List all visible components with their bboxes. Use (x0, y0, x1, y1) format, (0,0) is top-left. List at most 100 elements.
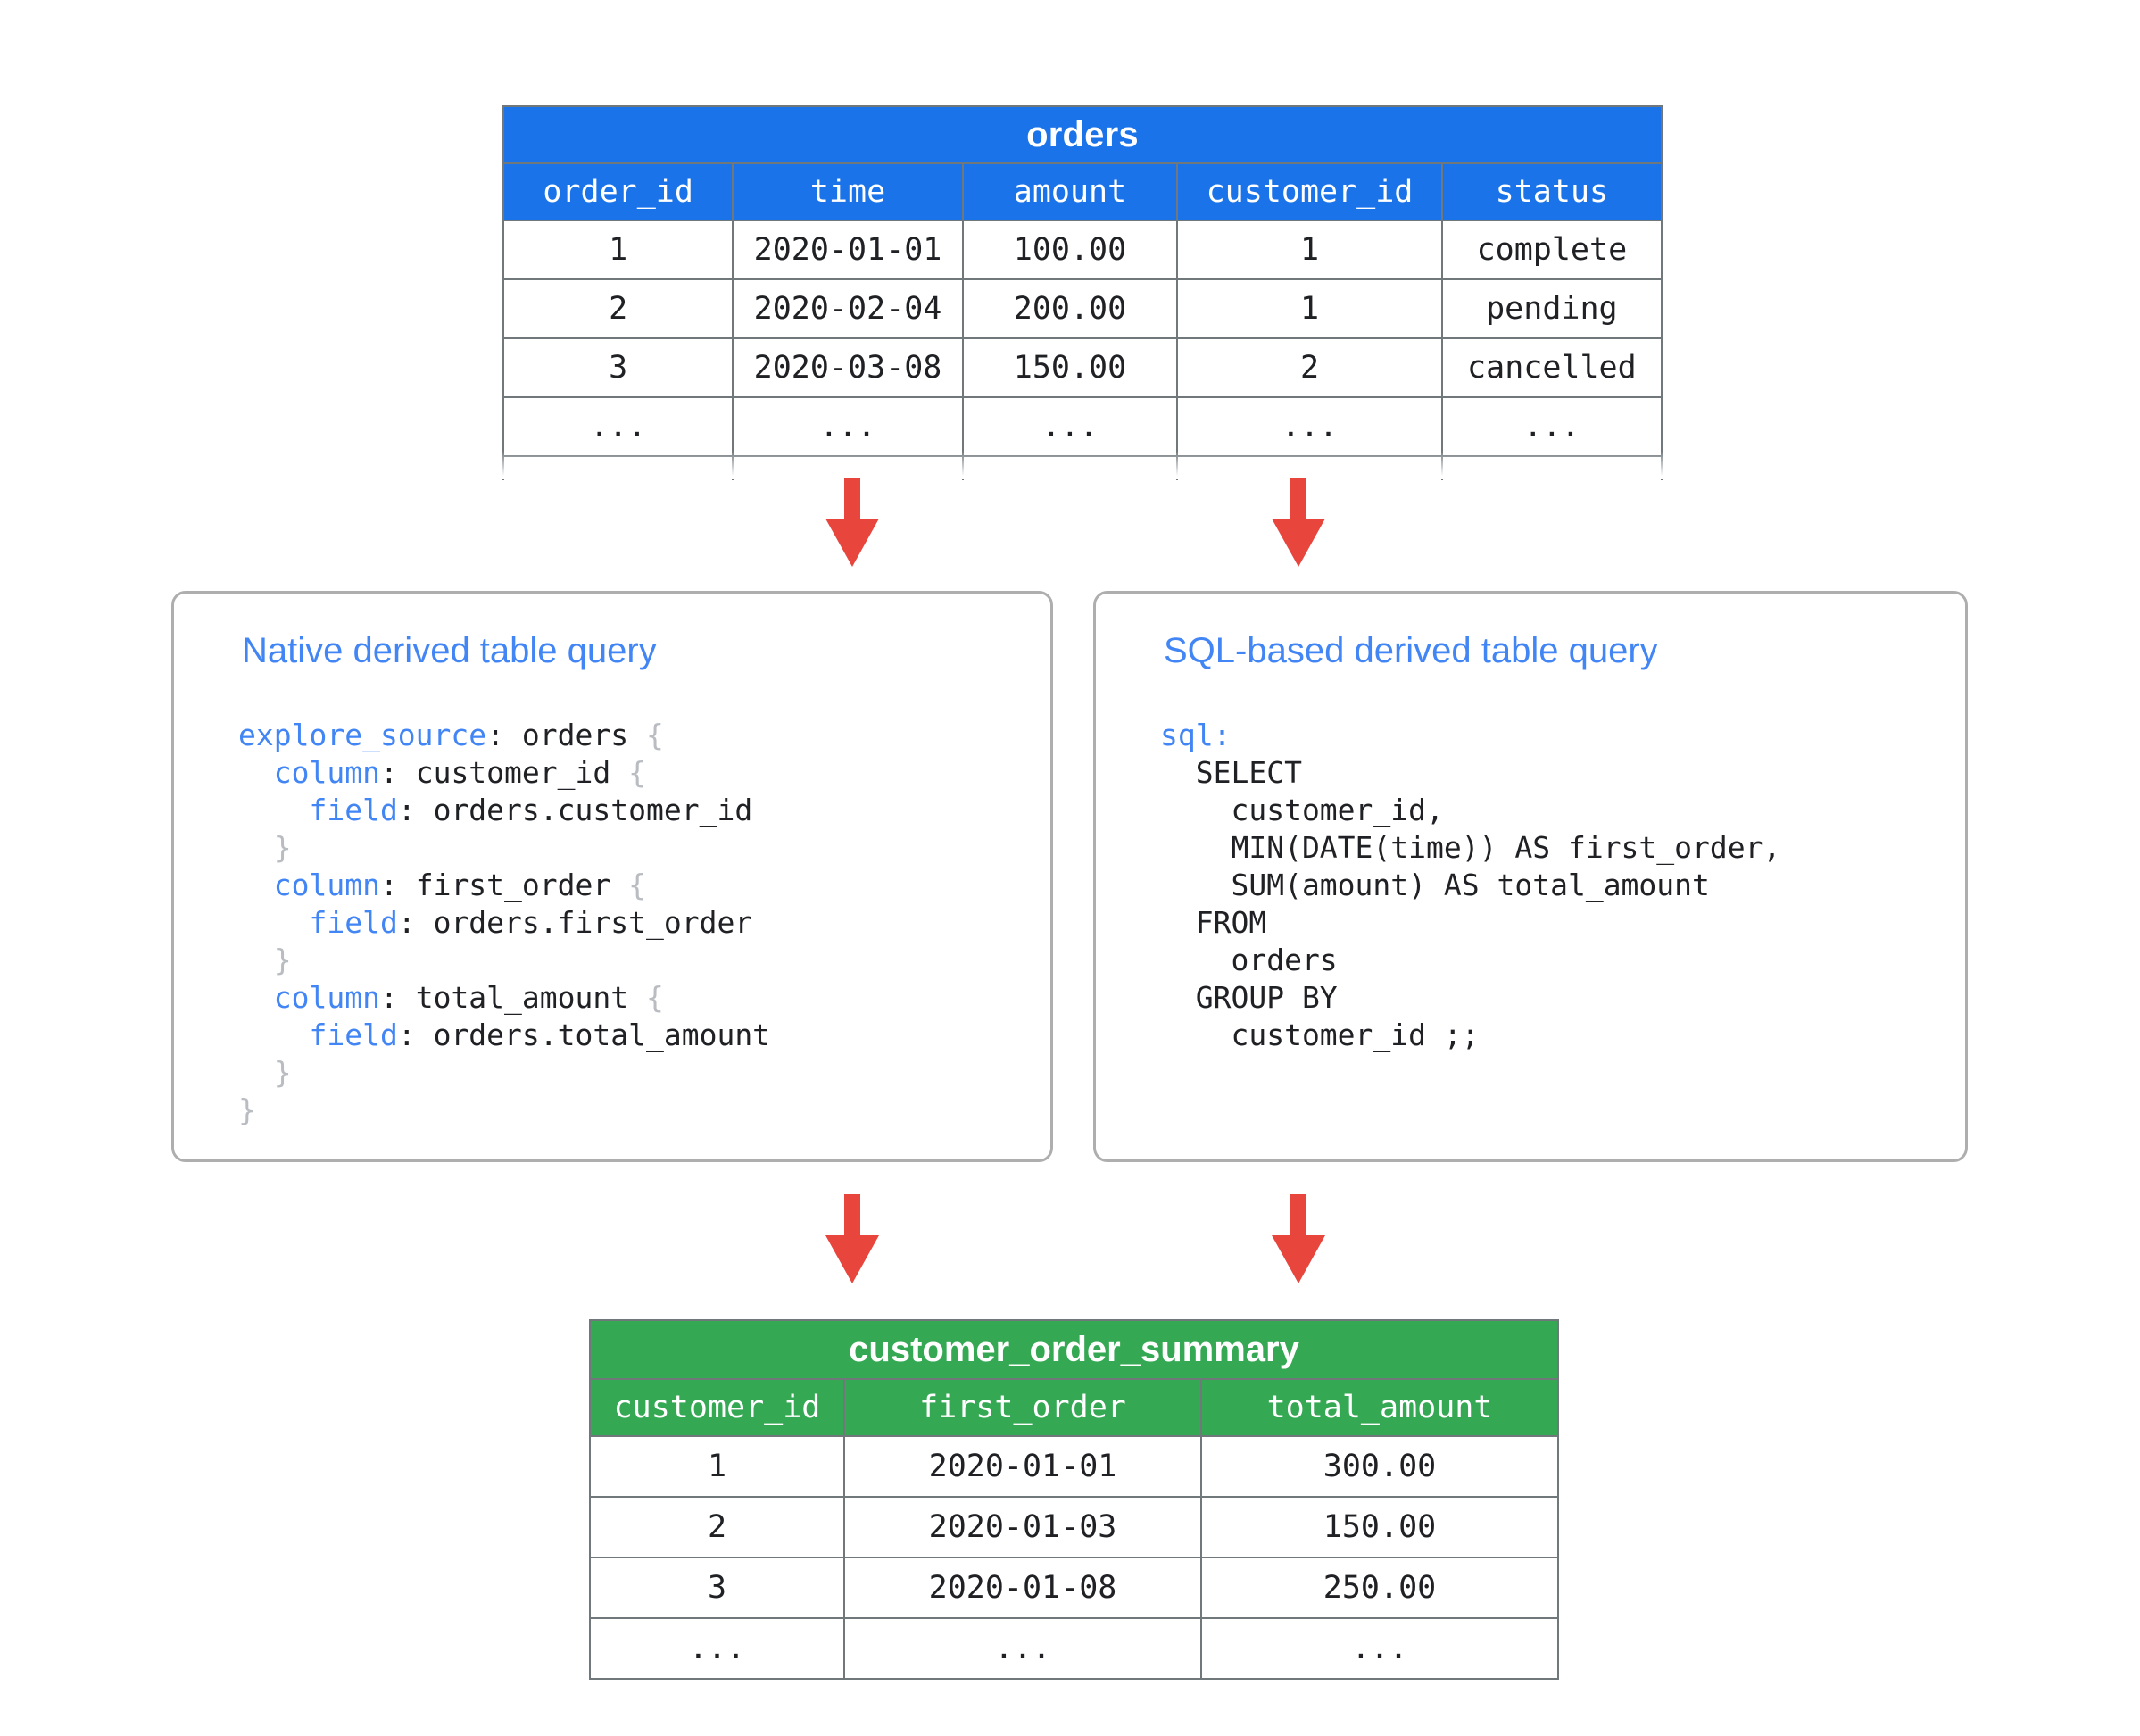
table-row-ellipsis: ... ... ... (589, 1617, 1559, 1680)
code-line: MIN(DATE(time)) AS first_order, (1160, 829, 1780, 867)
code-token: : orders.first_order (397, 905, 753, 940)
orders-table: orders order_id time amount customer_id … (502, 105, 1663, 480)
code-line: sql: (1160, 717, 1780, 754)
summary-cell: 2 (589, 1496, 845, 1558)
orders-cell: 2 (502, 278, 734, 339)
code-line: field: orders.total_amount (238, 1017, 770, 1054)
code-line: column: customer_id { (238, 754, 770, 792)
orders-cell: complete (1440, 220, 1663, 280)
code-token: customer_id, (1160, 793, 1444, 827)
summary-cell: 2020-01-03 (843, 1496, 1202, 1558)
arrow-native-to-summary-icon (825, 1194, 879, 1283)
code-token (238, 793, 309, 827)
orders-cell-truncated (961, 455, 1179, 480)
summary-cell: 2020-01-01 (843, 1435, 1202, 1498)
code-token (238, 1018, 309, 1052)
code-token: SELECT (1160, 755, 1302, 790)
orders-cell: ... (1440, 396, 1663, 457)
code-token (238, 905, 309, 940)
code-token: { (645, 718, 664, 752)
orders-cell: 2 (1176, 337, 1443, 398)
code-line: customer_id ;; (1160, 1017, 1780, 1054)
summary-table-body: customer_order_summary customer_id first… (589, 1319, 1559, 1680)
code-token: customer_id ;; (1160, 1018, 1480, 1052)
summary-column-header-customer-id: customer_id (589, 1378, 845, 1437)
orders-column-header-customer-id: customer_id (1176, 162, 1443, 221)
code-token: field (309, 1018, 398, 1052)
table-row: 2 2020-01-03 150.00 (589, 1496, 1559, 1558)
code-token: FROM (1160, 905, 1267, 940)
summary-cell: ... (589, 1617, 845, 1680)
code-line: SELECT (1160, 754, 1780, 792)
orders-cell: 1 (1176, 278, 1443, 339)
code-token: } (273, 830, 292, 865)
summary-cell: 300.00 (1200, 1435, 1559, 1498)
code-token (238, 830, 274, 865)
code-line: field: orders.customer_id (238, 792, 770, 829)
code-token: SUM(amount) AS total_amount (1160, 868, 1710, 902)
table-row-ellipsis: ... ... ... ... ... (502, 396, 1663, 457)
table-row: 3 2020-01-08 250.00 (589, 1557, 1559, 1619)
code-token (238, 943, 274, 977)
orders-cell: pending (1440, 278, 1663, 339)
code-line: customer_id, (1160, 792, 1780, 829)
customer-order-summary-table: customer_order_summary customer_id first… (589, 1319, 1559, 1680)
code-line: } (238, 942, 770, 979)
summary-cell: 2020-01-08 (843, 1557, 1202, 1619)
orders-column-header-time: time (732, 162, 964, 221)
table-row: 1 2020-01-01 300.00 (589, 1435, 1559, 1498)
summary-cell: 3 (589, 1557, 845, 1619)
code-line: } (238, 1054, 770, 1092)
code-line: } (238, 1092, 770, 1129)
code-line: FROM (1160, 904, 1780, 942)
code-token: : total_amount (379, 980, 646, 1015)
sql-panel-title: SQL-based derived table query (1164, 631, 1658, 670)
code-token (238, 868, 274, 902)
code-line: column: first_order { (238, 867, 770, 904)
summary-cell: ... (1200, 1617, 1559, 1680)
code-line: field: orders.first_order (238, 904, 770, 942)
code-line: SUM(amount) AS total_amount (1160, 867, 1780, 904)
code-token: GROUP BY (1160, 980, 1338, 1015)
orders-cell: 100.00 (961, 220, 1179, 280)
code-token: : orders (486, 718, 646, 752)
orders-cell: cancelled (1440, 337, 1663, 398)
native-derived-table-panel: Native derived table query explore_sourc… (171, 591, 1053, 1162)
summary-table-title: customer_order_summary (589, 1319, 1559, 1380)
code-token: } (273, 1055, 292, 1090)
arrow-orders-to-native-icon (825, 478, 879, 567)
code-token: } (273, 943, 292, 977)
code-line: } (238, 829, 770, 867)
orders-cell: 1 (502, 220, 734, 280)
table-row-truncated (502, 455, 1663, 480)
orders-cell: ... (732, 396, 964, 457)
arrow-sql-to-summary-icon (1272, 1194, 1325, 1283)
code-line: column: total_amount { (238, 979, 770, 1017)
orders-cell: ... (1176, 396, 1443, 457)
orders-cell-truncated (502, 455, 734, 480)
summary-table-header-row: customer_id first_order total_amount (589, 1378, 1559, 1437)
code-line: GROUP BY (1160, 979, 1780, 1017)
code-token: } (238, 1092, 256, 1127)
code-line: orders (1160, 942, 1780, 979)
summary-cell: ... (843, 1617, 1202, 1680)
native-derived-table-code: explore_source: orders { column: custome… (238, 717, 770, 1129)
code-token: column (273, 868, 380, 902)
orders-cell: 2020-03-08 (732, 337, 964, 398)
orders-cell: 200.00 (961, 278, 1179, 339)
code-token: { (628, 755, 646, 790)
code-token: column (273, 980, 380, 1015)
orders-table-header-row: order_id time amount customer_id status (502, 162, 1663, 221)
orders-column-header-order-id: order_id (502, 162, 734, 221)
code-token: { (645, 980, 664, 1015)
code-token (238, 980, 274, 1015)
code-token (238, 755, 274, 790)
orders-cell: 1 (1176, 220, 1443, 280)
code-token (238, 1055, 274, 1090)
orders-table-title: orders (502, 105, 1663, 164)
native-panel-title: Native derived table query (242, 631, 657, 670)
orders-cell: 2020-01-01 (732, 220, 964, 280)
summary-table-title-row: customer_order_summary (589, 1319, 1559, 1380)
orders-table-body: orders order_id time amount customer_id … (502, 105, 1663, 480)
code-token: : orders.total_amount (397, 1018, 771, 1052)
